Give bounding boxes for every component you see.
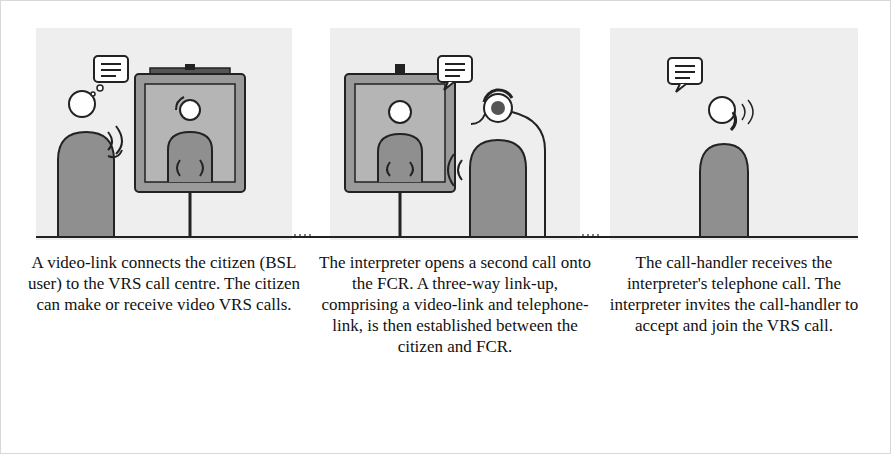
caption-text: The call-handler receives the interprete… bbox=[596, 252, 872, 336]
panel-ground bbox=[36, 28, 292, 240]
link-connector bbox=[580, 235, 610, 237]
video-screen bbox=[135, 64, 245, 237]
citizen-figure bbox=[58, 56, 128, 237]
panel: The call-handler receives the interprete… bbox=[610, 28, 858, 240]
panel-ground bbox=[330, 28, 580, 240]
caption-text: A video-link connects the citizen (BSL u… bbox=[22, 252, 306, 315]
call-handler-figure bbox=[668, 58, 753, 237]
link-connector bbox=[292, 235, 330, 237]
panel: A video-link connects the citizen (BSL u… bbox=[36, 28, 292, 240]
video-screen bbox=[345, 64, 455, 237]
interpreter-figure bbox=[438, 56, 545, 237]
panel-ground bbox=[610, 28, 858, 240]
panel: The interpreter opens a second call onto… bbox=[330, 28, 580, 240]
caption-text: The interpreter opens a second call onto… bbox=[316, 252, 594, 357]
